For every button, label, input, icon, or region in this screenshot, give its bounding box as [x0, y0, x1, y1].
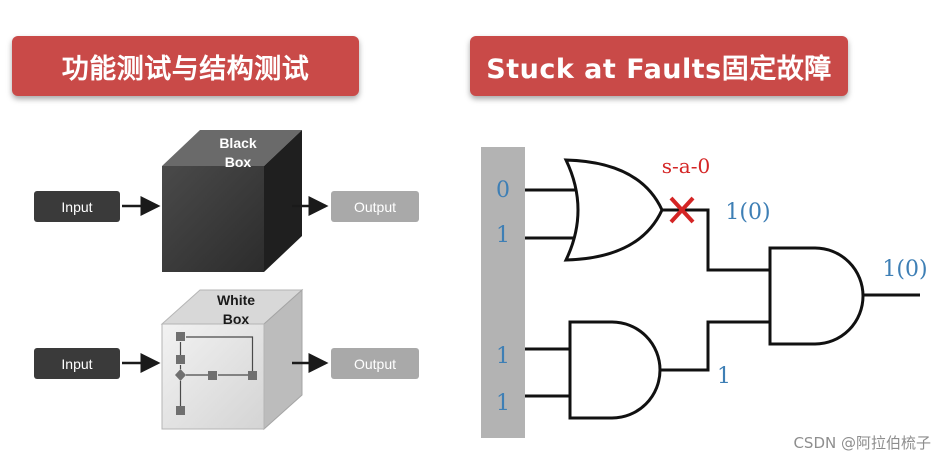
black-box-cube-top — [162, 130, 302, 166]
flow-node — [248, 371, 257, 380]
input-source-bar — [481, 147, 525, 438]
black-box-diagram: Input Black Box Output — [34, 130, 419, 272]
flow-node-start — [176, 332, 185, 341]
black-box-output-box — [331, 191, 419, 222]
final-output-value-label: 1(0) — [882, 257, 927, 282]
flow-node-end — [176, 406, 185, 415]
black-box-output-label: Output — [354, 199, 396, 215]
lower-and-gate — [568, 320, 662, 420]
white-box-diagram: Input White Box Output — [34, 288, 419, 431]
lower-and-output-wire — [660, 320, 770, 372]
black-box-input-box — [34, 191, 120, 222]
input-value-c: 1 — [496, 344, 510, 369]
black-box-input-label: Input — [61, 199, 92, 215]
or-gate-output-wire — [662, 208, 770, 272]
black-box-title-line2: Box — [225, 154, 252, 170]
input-value-b: 1 — [496, 223, 510, 248]
or-output-value-label: 1(0) — [725, 200, 770, 225]
white-box-title-line1: White — [217, 292, 255, 308]
fault-marker-icon-stroke — [669, 196, 695, 224]
lower-and-output-value-label: 1 — [717, 364, 731, 389]
flow-decision-node — [175, 369, 186, 381]
black-box-cube-side — [264, 130, 302, 272]
flow-feedback-edge — [186, 336, 254, 371]
white-box-title-line2: Box — [223, 311, 250, 327]
stuck-at-circuit: 0 1 1 1 s-a-0 1(0) 1 1(0) — [481, 147, 928, 438]
or-gate — [563, 158, 664, 262]
input-value-a: 0 — [496, 178, 510, 203]
csdn-watermark: CSDN @阿拉伯梳子 — [793, 434, 931, 452]
stuck-at-faults-header: Stuck at Faults固定故障 — [470, 36, 848, 96]
final-and-gate — [768, 246, 865, 346]
white-box-input-label: Input — [61, 356, 92, 372]
white-box-output-label: Output — [354, 356, 396, 372]
input-value-d: 1 — [496, 391, 510, 416]
black-box-cube-front — [162, 166, 264, 272]
flow-node — [208, 371, 217, 380]
white-box-output-box — [331, 348, 419, 379]
white-box-internal-flowchart — [175, 332, 257, 415]
white-box-input-box — [34, 348, 120, 379]
functional-structural-test-header: 功能测试与结构测试 — [12, 36, 359, 96]
black-box-title-line1: Black — [219, 135, 257, 151]
flow-node — [176, 355, 185, 364]
fault-label: s-a-0 — [662, 154, 710, 178]
